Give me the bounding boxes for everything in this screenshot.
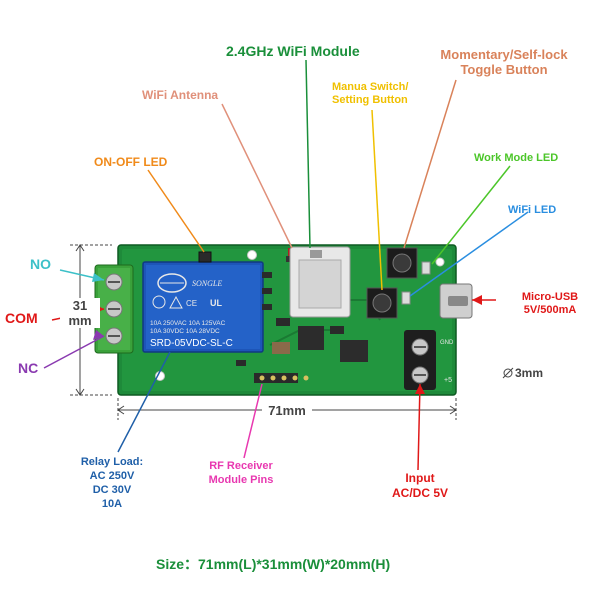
label-input-line1: Input: [405, 471, 435, 485]
label-micro-usb: Micro-USB 5V/500mA: [500, 291, 600, 317]
label-wifi-led: WiFi LED: [508, 204, 557, 216]
label-on-off-led: ON-OFF LED: [94, 155, 168, 169]
label-micro-usb-line1: Micro-USB: [521, 291, 579, 303]
label-com: COM: [5, 310, 38, 326]
svg-text:CE: CE: [186, 299, 197, 308]
on-off-led: [198, 251, 212, 263]
wifi-module: [289, 246, 351, 318]
micro-usb-port: [439, 283, 473, 319]
svg-text:UL: UL: [210, 298, 222, 308]
hole-dimension-icon: [502, 367, 514, 379]
wifi-led: [401, 291, 411, 305]
work-mode-led: [421, 261, 431, 275]
smd-components: [236, 272, 368, 366]
terminal-screw-no: [105, 273, 123, 291]
label-rf-receiver-line1: RF Receiver: [209, 460, 273, 472]
songle-logo: [157, 273, 187, 293]
toggle-button: [386, 247, 418, 279]
plus5-print: +5: [444, 377, 452, 384]
label-length-dim: 71mm: [262, 403, 312, 418]
label-manual-switch-line2: Setting Button: [332, 94, 408, 106]
terminal-screw-com: [105, 300, 123, 318]
terminal-screw-nc: [105, 327, 123, 345]
relay-rating-line2: 10A 30VDC 10A 28VDC: [150, 328, 220, 335]
label-wifi-antenna: WiFi Antenna: [142, 88, 219, 102]
input-screw-plus5: [411, 366, 429, 384]
label-manual-switch: Manua Switch/ Setting Button: [332, 81, 408, 107]
label-relay-load: Relay Load: AC 250V DC 30V 10A: [66, 455, 158, 511]
label-no: NO: [30, 256, 51, 272]
relay-cert-marks: CE UL: [152, 295, 222, 309]
label-micro-usb-line2: 5V/500mA: [523, 304, 577, 316]
label-rf-receiver: RF Receiver Module Pins: [186, 459, 296, 487]
label-nc: NC: [18, 360, 39, 376]
gnd-print: GND: [440, 340, 454, 346]
relay-rating-line1: 10A 250VAC 10A 125VAC: [150, 320, 226, 327]
label-wifi-module: 2.4GHz WiFi Module: [226, 43, 360, 59]
input-screw-gnd: [411, 338, 429, 356]
callout-lines: [43, 59, 529, 471]
label-relay-load-line2: AC 250V: [89, 470, 135, 482]
label-rf-receiver-line2: Module Pins: [208, 474, 274, 486]
relay-brand: SONGLE: [192, 279, 222, 288]
label-height-dim: 31 mm: [60, 298, 100, 328]
relay: SONGLE CE UL 10A 250VAC 10A 125VAC 10A 3…: [142, 261, 264, 353]
label-toggle-button: Momentary/Self-lock Toggle Button: [424, 47, 584, 77]
rf-receiver-pins: [254, 373, 309, 383]
relay-model: SRD-05VDC-SL-C: [150, 338, 233, 349]
label-input: Input AC/DC 5V: [370, 471, 470, 501]
label-manual-switch-line1: Manua Switch/: [332, 81, 409, 93]
label-hole-dim: 3mm: [515, 366, 544, 380]
label-relay-load-line3: DC 30V: [92, 484, 132, 496]
label-toggle-button-line1: Momentary/Self-lock: [440, 47, 568, 62]
label-input-line2: AC/DC 5V: [391, 486, 448, 500]
label-work-mode-led: Work Mode LED: [474, 152, 559, 164]
label-relay-load-line4: 10A: [101, 498, 123, 510]
label-size: Size：71mm(L)*31mm(W)*20mm(H): [156, 556, 391, 572]
input-terminal-block: [404, 330, 436, 390]
label-toggle-button-line2: Toggle Button: [460, 62, 548, 77]
label-relay-load-line1: Relay Load:: [80, 456, 144, 468]
setting-button: [366, 287, 398, 319]
